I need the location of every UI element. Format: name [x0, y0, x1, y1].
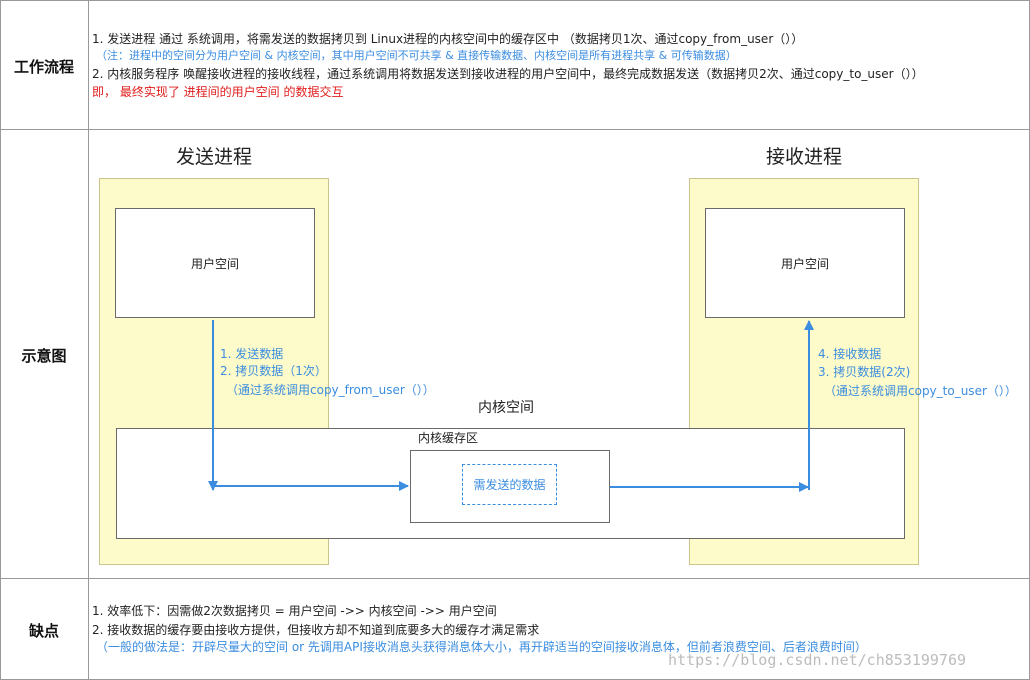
- drawback-note: （一般的做法是：开辟尽量大的空间 or 先调用API接收消息头获得消息体大小，再…: [96, 640, 867, 654]
- kernel-buffer: [410, 450, 610, 523]
- workflow-step-1: 1. 发送进程 通过 系统调用，将需发送的数据拷贝到 Linux进程的内核空间中…: [92, 32, 804, 46]
- drawback-2: 2. 接收数据的缓存要由接收方提供，但接收方却不知道到底要多大的缓存才满足需求: [92, 623, 540, 637]
- recv-step-3: 3. 拷贝数据(2次): [818, 365, 911, 379]
- grid-line: [0, 129, 1030, 130]
- kernel-space-title: 内核空间: [478, 400, 534, 416]
- kernel-buffer-label: 内核缓存区: [418, 431, 479, 445]
- grid-line: [0, 0, 1, 680]
- row-label-drawbacks: 缺点: [28, 622, 59, 640]
- send-step-2: 2. 拷贝数据（1次）: [220, 364, 327, 378]
- recv-process-title: 接收进程: [766, 146, 843, 168]
- workflow-conclusion: 即， 最终实现了 进程间的用户空间 的数据交互: [92, 85, 344, 99]
- send-user-space-label: 用户空间: [190, 256, 239, 271]
- recv-user-space-label: 用户空间: [780, 256, 829, 271]
- drawback-1: 1. 效率低下：因需做2次数据拷贝 = 用户空间 ->> 内核空间 ->> 用户…: [92, 604, 497, 618]
- data-to-send: 需发送的数据: [462, 464, 557, 505]
- grid-line: [0, 578, 1030, 579]
- grid-line: [88, 0, 89, 680]
- workflow-note: （注：进程中的空间分为用户空间 & 内核空间，其中用户空间不可共享 & 直接传输…: [96, 49, 737, 62]
- send-process-title: 发送进程: [176, 146, 253, 168]
- send-user-space: 用户空间: [115, 208, 315, 318]
- recv-user-space: 用户空间: [705, 208, 905, 318]
- recv-step-4: 4. 接收数据: [818, 347, 882, 361]
- grid-line: [0, 0, 1030, 1]
- row-label-diagram: 示意图: [21, 347, 67, 365]
- workflow-step-2: 2. 内核服务程序 唤醒接收进程的接收线程，通过系统调用将数据发送到接收进程的用…: [92, 67, 924, 81]
- send-step-note: （通过系统调用copy_from_user（））: [226, 383, 435, 397]
- recv-step-note: （通过系统调用copy_to_user（））: [824, 384, 1017, 398]
- data-to-send-label: 需发送的数据: [473, 478, 546, 492]
- send-step-1: 1. 发送数据: [220, 347, 284, 361]
- row-label-workflow: 工作流程: [13, 58, 74, 76]
- watermark: https://blog.csdn.net/ch853199769: [668, 651, 967, 669]
